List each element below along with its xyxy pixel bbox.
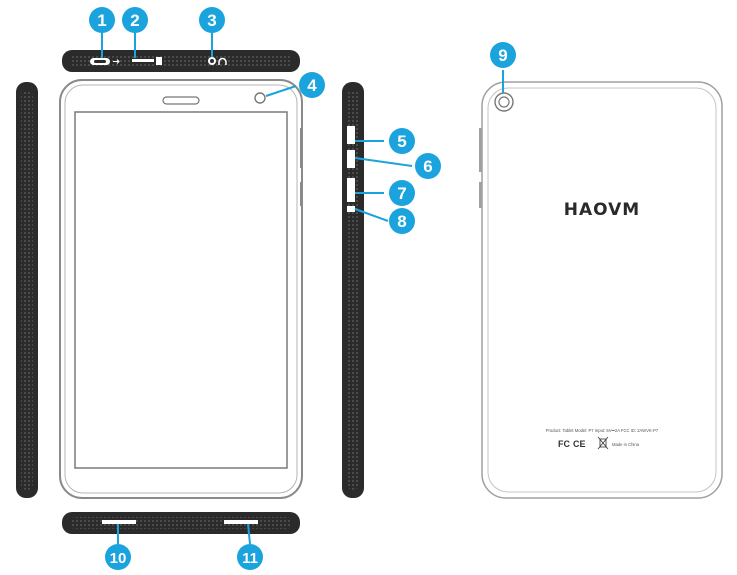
speaker-grille-right <box>224 520 258 524</box>
callout-badge-8: 8 <box>389 208 415 234</box>
callout-circle <box>299 72 325 98</box>
front-camera-icon <box>254 92 266 104</box>
callout-circle <box>89 7 115 33</box>
side-button-c <box>347 178 355 202</box>
headphone-jack-icon <box>208 57 227 65</box>
callout-circle <box>122 7 148 33</box>
usb-port-icon <box>90 58 120 65</box>
speaker-grille-left <box>102 520 136 524</box>
fcc-mark: FC <box>558 439 570 449</box>
made-in-label: Made in China <box>612 442 640 447</box>
callout-number: 1 <box>97 11 106 30</box>
weee-bin-icon <box>597 436 609 450</box>
callout-badge-4: 4 <box>299 72 325 98</box>
rear-camera-icon <box>494 92 514 112</box>
callout-badge-7: 7 <box>389 180 415 206</box>
callout-number: 4 <box>307 76 317 95</box>
callout-circle <box>389 180 415 206</box>
callout-badge-1: 1 <box>89 7 115 33</box>
callout-badge-3: 3 <box>199 7 225 33</box>
callout-circle <box>199 7 225 33</box>
callout-badge-6: 6 <box>415 153 441 179</box>
top-edge-view <box>62 50 300 72</box>
callout-circle <box>105 544 131 570</box>
callout-number: 6 <box>423 157 432 176</box>
callout-number: 9 <box>498 46 507 65</box>
brand-logo: HAOVM <box>564 200 640 220</box>
callout-circle <box>237 544 263 570</box>
left-side-view <box>16 82 38 498</box>
callout-number: 10 <box>110 550 127 567</box>
callout-badge-2: 2 <box>122 7 148 33</box>
side-button-a <box>347 126 355 144</box>
back-view: HAOVM Product: Tablet Model: P7 Input: 5… <box>479 81 723 499</box>
card-slot-icon <box>132 57 162 65</box>
callout-number: 11 <box>242 550 258 567</box>
callout-badge-10: 10 <box>105 544 131 570</box>
earpiece <box>162 96 200 105</box>
ce-mark: CE <box>573 439 586 449</box>
leader-lines <box>101 26 504 545</box>
callout-number: 3 <box>207 11 216 30</box>
bottom-edge-view <box>62 512 300 534</box>
product-label: Product: Tablet Model: P7 Input: 5V⎓2A F… <box>546 428 659 433</box>
callout-badges: 1 2 3 4 567 8 9 10 11 <box>89 7 516 570</box>
callout-number: 8 <box>397 212 406 231</box>
callout-circle <box>415 153 441 179</box>
right-side-view <box>342 82 364 498</box>
callout-circle <box>389 208 415 234</box>
callout-number: 2 <box>130 11 139 30</box>
callout-circle <box>389 128 415 154</box>
callout-badge-5: 5 <box>389 128 415 154</box>
callout-number: 7 <box>397 184 406 203</box>
front-view <box>59 79 303 499</box>
callout-badge-9: 9 <box>490 42 516 68</box>
callout-circle <box>490 42 516 68</box>
callout-badge-11: 11 <box>237 544 263 570</box>
callout-number: 5 <box>397 132 406 151</box>
side-button-d <box>347 206 355 212</box>
side-button-b <box>347 150 355 168</box>
screen <box>74 111 288 469</box>
